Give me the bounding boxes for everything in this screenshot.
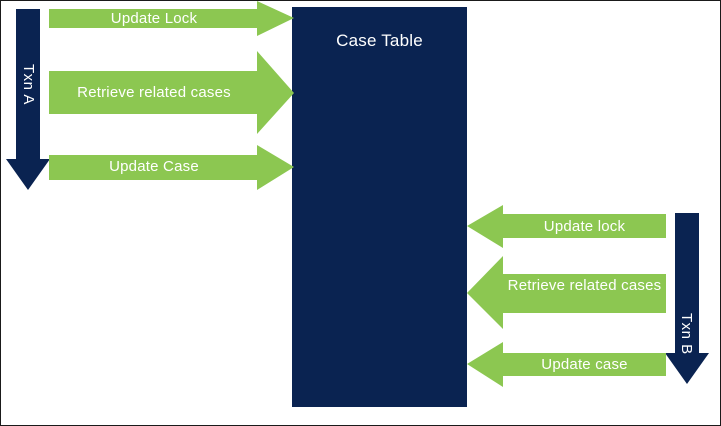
message-label-right-3: Update case (541, 356, 628, 373)
message-arrow-left-3: Update Case (49, 145, 295, 191)
message-arrow-right-2: Retrieve related cases (467, 256, 667, 330)
message-arrow-right-1: Update lock (467, 205, 667, 249)
message-label-right-1: Update lock (543, 218, 626, 235)
message-arrow-left-2: Retrieve related cases (49, 51, 295, 135)
txn-b-arrow: Txn B (664, 213, 710, 385)
case-table-label: Case Table (336, 31, 423, 50)
message-label-left-1: Update Lock (110, 10, 198, 27)
message-arrow-right-3: Update case (467, 342, 667, 388)
txn-a-label: Txn A (20, 64, 37, 105)
message-label-left-3: Update Case (109, 158, 199, 175)
txn-a-arrow: Txn A (5, 9, 51, 191)
message-arrow-left-1: Update Lock (49, 1, 295, 37)
txn-b-label: Txn B (678, 313, 695, 355)
message-label-right-2: Retrieve related cases (507, 277, 662, 294)
message-label-left-2: Retrieve related cases (77, 84, 231, 101)
case-table-block: Case Table (292, 7, 467, 407)
